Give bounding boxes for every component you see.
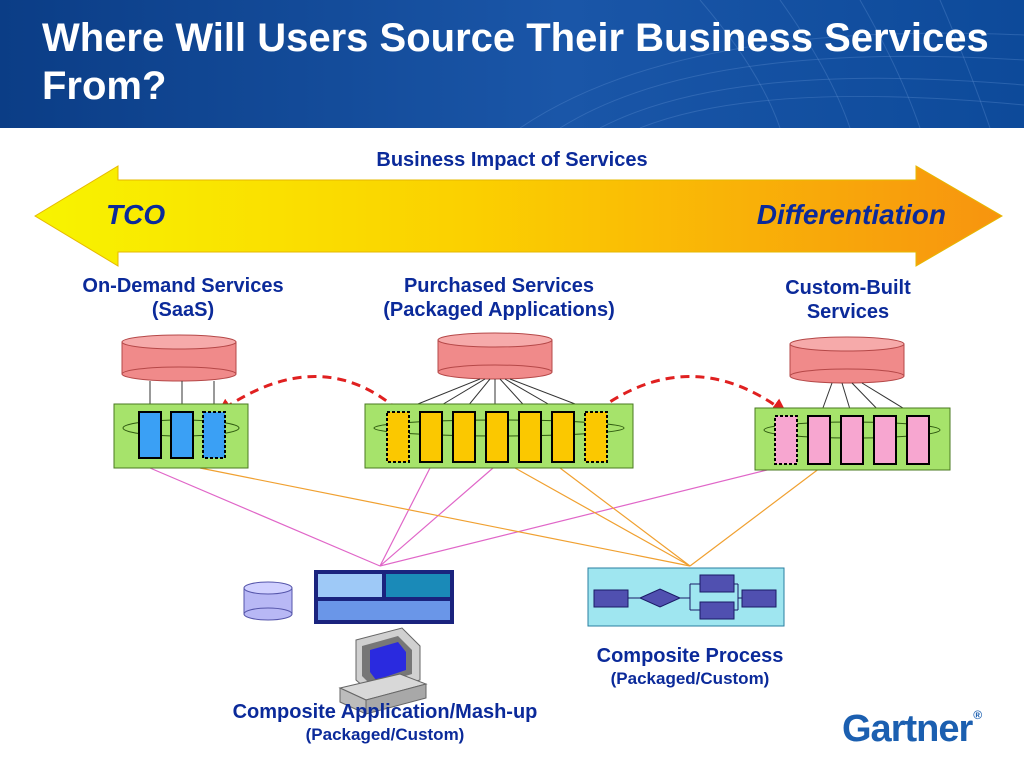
composite-label-subline: (Packaged/Custom) [610,669,770,688]
category-label-on-demand: On-Demand Services (SaaS) [40,274,326,322]
orange-connectors [199,467,821,567]
saas-service-block-external [202,411,226,459]
registered-mark: ® [973,708,982,722]
custom-service-block [906,415,930,465]
category-label-custom: Custom-Built Services [736,276,960,324]
custom-database [789,336,905,384]
custom-service-group [754,336,951,471]
saas-service-block [138,411,162,459]
custom-service-block-external [774,415,798,465]
category-label-line: Custom-Built [785,277,911,299]
packaged-service-block [551,411,575,463]
impact-arrow [34,165,1003,267]
reuse-arrow-right [586,375,787,422]
gartner-logo: Gartner® [842,708,982,751]
process-decision [638,588,682,608]
saas-service-group [113,334,249,469]
diagram-canvas [34,165,1003,715]
category-label-line: (Packaged Applications) [383,299,615,321]
axis-label-tco: TCO [106,199,166,230]
packaged-service-block [518,411,542,463]
custom-service-block [840,415,864,465]
category-label-line: Services [806,301,890,323]
axis-label-differentiation: Differentiation [756,199,946,230]
category-label-line: On-Demand Services [82,275,284,297]
category-label-line: (SaaS) [151,299,215,321]
header-texture [519,0,1024,128]
packaged-service-block [419,411,443,463]
composite-application-label: Composite Application/Mash-up (Packaged/… [190,700,580,745]
packaged-service-block [485,411,509,463]
custom-service-block [873,415,897,465]
packaged-service-block-external [584,411,608,463]
composite-process-graphic [587,567,785,627]
saas-service-block [170,411,194,459]
small-database-icon [243,581,293,621]
desktop-computer-icon [338,627,428,715]
saas-database [121,334,237,382]
category-label-line: Purchased Services [403,275,595,297]
page-title: Where Will Users Source Their Business S… [42,16,989,108]
custom-service-block [807,415,831,465]
packaged-service-block [452,411,476,463]
packaged-service-block-external [386,411,410,463]
process-step [593,589,629,608]
header-banner: Where Will Users Source Their Business S… [0,0,1024,128]
composite-label-line: Composite Application/Mash-up [232,701,538,723]
process-step [699,574,735,593]
composite-label-subline: (Packaged/Custom) [305,725,465,744]
reuse-arrow-left [217,375,410,422]
packaged-service-group [364,332,634,469]
pink-connectors [149,467,776,567]
impact-heading: Business Impact of Services [376,149,648,171]
composite-label-line: Composite Process [596,645,784,667]
process-step [741,589,777,608]
composite-process-label: Composite Process (Packaged/Custom) [560,644,820,689]
process-step [699,601,735,620]
composite-application-graphic [243,570,454,715]
logo-text: Gartner [842,708,973,750]
mashup-window [314,570,454,624]
category-label-purchased: Purchased Services (Packaged Application… [336,274,662,322]
packaged-database [437,332,553,380]
